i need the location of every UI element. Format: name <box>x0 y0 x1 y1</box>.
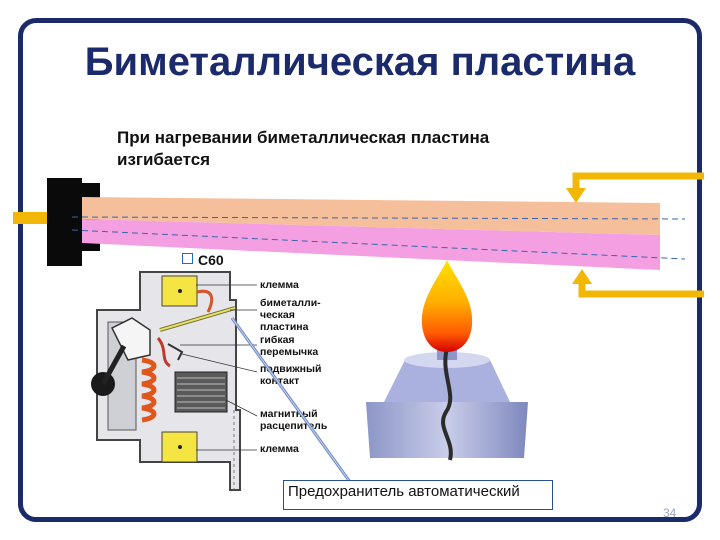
label-bimetal-1: биметалли- <box>260 297 321 309</box>
bimetal-strip <box>71 197 686 270</box>
label-bimetal-3: пластина <box>260 321 309 333</box>
label-flex-1: гибкая <box>260 334 295 346</box>
label-terminal-top: клемма <box>260 279 299 291</box>
bend-arrow-bottom <box>572 269 704 298</box>
label-flex-2: перемычка <box>260 346 318 358</box>
checkbox-bullet-icon <box>182 253 193 264</box>
bimetal-layer-top <box>82 197 660 235</box>
slide-subtitle: При нагревании биметаллическая пластина … <box>117 128 490 169</box>
label-moving-1: подвижный <box>260 363 321 375</box>
label-leaders <box>180 284 258 451</box>
label-bimetal-2: ческая <box>260 309 295 321</box>
label-terminal-bottom: клемма <box>260 443 299 455</box>
slide-title: Биметаллическая пластина <box>84 40 636 84</box>
label-magnetic-2: расцепитель <box>260 420 328 432</box>
page-number: 34 <box>663 506 677 520</box>
callout-box: Предохранитель автоматический <box>283 480 553 510</box>
bimetal-layer-bottom <box>82 219 660 270</box>
circuit-breaker-diagram <box>91 271 241 491</box>
breaker-model-text: C60 <box>198 252 224 268</box>
callout-pointer <box>230 317 352 483</box>
label-magnetic-1: магнитный <box>260 408 318 420</box>
bend-arrow-top <box>566 172 704 203</box>
label-moving-2: контакт <box>260 375 299 387</box>
breaker-labels: клемма биметалли- ческая пластина гибкая… <box>260 279 328 455</box>
flame-icon <box>421 260 473 352</box>
lamp-wick <box>441 347 453 461</box>
breaker-model-label: C60 <box>182 252 224 268</box>
